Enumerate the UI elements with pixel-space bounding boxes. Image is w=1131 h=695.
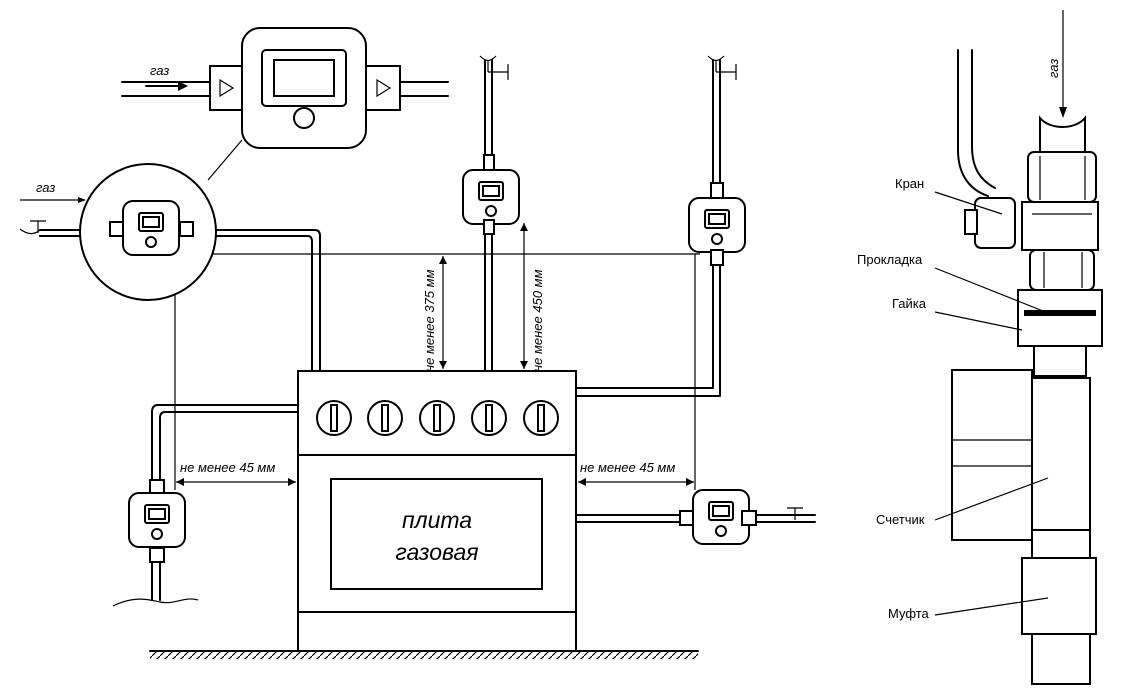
dist-45-left-label: не менее 45 мм	[180, 460, 275, 475]
gas-label-right: газ	[1046, 59, 1061, 78]
gas-label-top: газ	[150, 63, 169, 78]
gas-stove: плита газовая	[297, 370, 577, 652]
meter-assembly: газ Кран Прокладка Гайка Счетчик Му	[857, 10, 1103, 685]
dist-375-label: не менее 375 мм	[422, 269, 437, 372]
dimension-375: не менее 375 мм	[422, 256, 447, 372]
gas-pipes	[39, 59, 816, 601]
stove-label-line2: газовая	[395, 539, 478, 565]
meter-detail-circle: газ	[19, 163, 231, 301]
label-coupling: Муфта	[888, 606, 930, 621]
meter-riser-right	[688, 55, 746, 266]
flex-hose	[112, 598, 199, 607]
dimension-45-right: не менее 45 мм	[578, 460, 694, 486]
meter-left-low	[128, 479, 186, 563]
label-gasket: Прокладка	[857, 252, 923, 267]
label-meter: Счетчик	[876, 512, 925, 527]
dist-45-right-label: не менее 45 мм	[580, 460, 675, 475]
gas-label-left: газ	[36, 180, 55, 195]
stove-label-line1: плита	[402, 507, 472, 533]
stove-knobs	[316, 400, 559, 436]
label-nut: Гайка	[892, 296, 927, 311]
label-valve: Кран	[895, 176, 924, 191]
meter-enlarged: газ	[121, 27, 449, 149]
meter-riser-middle	[462, 55, 520, 235]
dimension-45-left: не менее 45 мм	[176, 460, 296, 486]
dist-450-label: не менее 450 мм	[530, 269, 545, 372]
floor	[149, 650, 699, 659]
dimension-450: не менее 450 мм	[520, 223, 545, 372]
meter-right-low	[679, 489, 803, 545]
